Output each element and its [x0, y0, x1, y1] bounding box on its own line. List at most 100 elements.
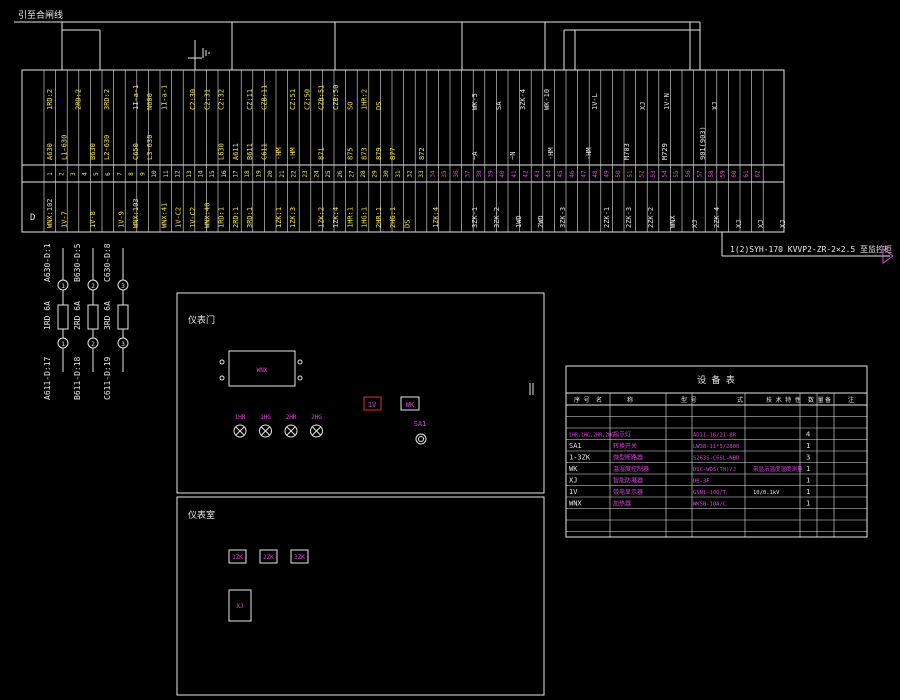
fuse-right-label: A630-D:1 — [43, 243, 52, 282]
fuse-rating-label: 3RD 6A — [103, 301, 112, 330]
lower-yellow-label: 1ZK:4 — [432, 207, 440, 228]
indicator-lamp-icon — [284, 424, 298, 438]
lower-white-label: WNX — [669, 215, 677, 228]
terminal-number: 49 — [604, 170, 611, 178]
upper-white-label: XJ — [639, 102, 647, 110]
lower-yellow-label: 1ZK:1 — [275, 207, 283, 228]
humidity-controller-label: WK — [406, 401, 415, 409]
lower-white-label: 2ZK-1 — [603, 207, 611, 228]
terminal-number: 15 — [209, 170, 216, 178]
ground-symbol — [188, 40, 210, 70]
lamp-cross — [312, 426, 321, 436]
lower-yellow-label: WNX:41 — [160, 203, 168, 228]
middle-yellow-label: 875 — [346, 147, 354, 160]
fuse-body — [87, 304, 99, 330]
voltage-indicator-label: 1V — [368, 401, 377, 409]
upper-white-label: WK-5 — [471, 93, 479, 110]
heater-meter — [228, 350, 296, 387]
door-panel — [176, 292, 545, 494]
upper-yellow-label: 2RD:2 — [75, 89, 83, 110]
voltage-indicator-1v[interactable] — [363, 396, 382, 411]
terminal-number: 29 — [372, 170, 379, 178]
middle-yellow-label: C611 — [261, 143, 269, 160]
lower-yellow-label: 1HR:1 — [346, 207, 354, 228]
table-code-cell: XJ — [569, 477, 577, 485]
fuse-node-number: 3 — [121, 341, 125, 348]
terminal-number: 32 — [406, 170, 413, 178]
breaker-2zk[interactable] — [259, 549, 278, 564]
table-name-cell: 转换开关 — [613, 442, 637, 450]
terminal-number: 7 — [116, 172, 123, 176]
terminal-number: 5 — [93, 172, 100, 176]
upper-yellow-label: N600 — [146, 93, 154, 110]
table-name-cell: 智能防凝器 — [613, 477, 643, 485]
humidity-controller-wk[interactable] — [400, 396, 420, 411]
fuse-node-number: 3 — [121, 283, 125, 290]
lower-white-label: 3ZK-2 — [493, 207, 501, 228]
table-model-cell: S263S-C6SL-NBB — [693, 456, 740, 462]
terminal-number: 62 — [754, 170, 761, 178]
fuse-left-label: B611-D:18 — [73, 356, 82, 400]
terminal-number: 48 — [592, 170, 599, 178]
middle-yellow-label: 879 — [375, 147, 383, 160]
terminal-number: 23 — [302, 170, 309, 178]
lamp-cross — [235, 426, 245, 436]
anti-condensation-relay — [228, 589, 252, 622]
terminal-number: 40 — [499, 170, 506, 178]
table-model-cell: GSN1-10Q/T — [693, 490, 727, 496]
table-code-cell: 1V — [569, 488, 578, 496]
upper-yellow-label: CZB:50 — [332, 85, 340, 110]
table-spec-cell: 带显示温度湿度测量 — [753, 465, 803, 473]
middle-yellow-label: B630 — [89, 143, 97, 160]
breaker-3zk[interactable] — [290, 549, 309, 564]
terminal-number: 45 — [557, 170, 564, 178]
lower-white-label: 2ZK-3 — [625, 207, 633, 228]
screw-icon — [297, 359, 303, 365]
terminal-number: 19 — [256, 170, 263, 178]
terminal-node-icon — [57, 337, 69, 349]
upper-yellow-label: CZB:51 — [318, 85, 326, 110]
table-model-cell: DB-3F — [693, 479, 710, 485]
table-header-cell: 注 — [848, 396, 854, 404]
terminal-number: 61 — [743, 170, 750, 178]
table-header-cell: 名 — [596, 396, 602, 404]
upper-yellow-label: DS — [375, 102, 383, 110]
upper-yellow-label: 3RD:2 — [103, 89, 111, 110]
selector-switch-sa1[interactable] — [415, 433, 427, 445]
terminal-number: 42 — [522, 170, 529, 178]
table-qty-cell: 1 — [806, 465, 810, 473]
terminal-number: 21 — [279, 170, 286, 178]
terminal-number: 35 — [441, 170, 448, 178]
terminal-number: 8 — [128, 172, 135, 176]
middle-yellow-label: -HM — [275, 147, 283, 160]
table-spec-cell: 10/0.1kV — [753, 490, 780, 496]
lower-yellow-label: 1V-7 — [60, 211, 68, 228]
middle-white-label: 901(903) — [699, 126, 707, 160]
table-name-cell: 带电显示器 — [613, 488, 643, 496]
terminal-number: 44 — [546, 170, 553, 178]
middle-white-label: ~A — [471, 151, 479, 160]
lower-yellow-label: 1V-C2 — [189, 207, 197, 228]
breaker-1zk[interactable] — [228, 549, 247, 564]
upper-white-label: 3ZK-4 — [519, 89, 527, 110]
table-model-cell: WKSB-10A/C — [693, 502, 726, 508]
indicator-lamp-icon — [233, 424, 247, 438]
table-code-cell: 1-3ZK — [569, 454, 591, 462]
drawing-title: 引至合闸线 — [18, 9, 63, 21]
terminal-number: 53 — [650, 170, 657, 178]
lower-yellow-label: 2RD:1 — [232, 207, 240, 228]
middle-yellow-label: L1-630 — [60, 135, 68, 160]
fuse-rating-label: 1RD 6A — [43, 301, 52, 330]
terminal-number: 31 — [395, 170, 402, 178]
table-qty-cell: 3 — [806, 454, 810, 462]
heater-meter-label: WNX — [257, 367, 268, 374]
terminal-number: 16 — [221, 170, 228, 178]
fuse-left-label: C611-D:19 — [103, 356, 112, 400]
lower-white-label: XJ — [779, 220, 787, 228]
middle-yellow-label: L3-630 — [146, 135, 154, 160]
